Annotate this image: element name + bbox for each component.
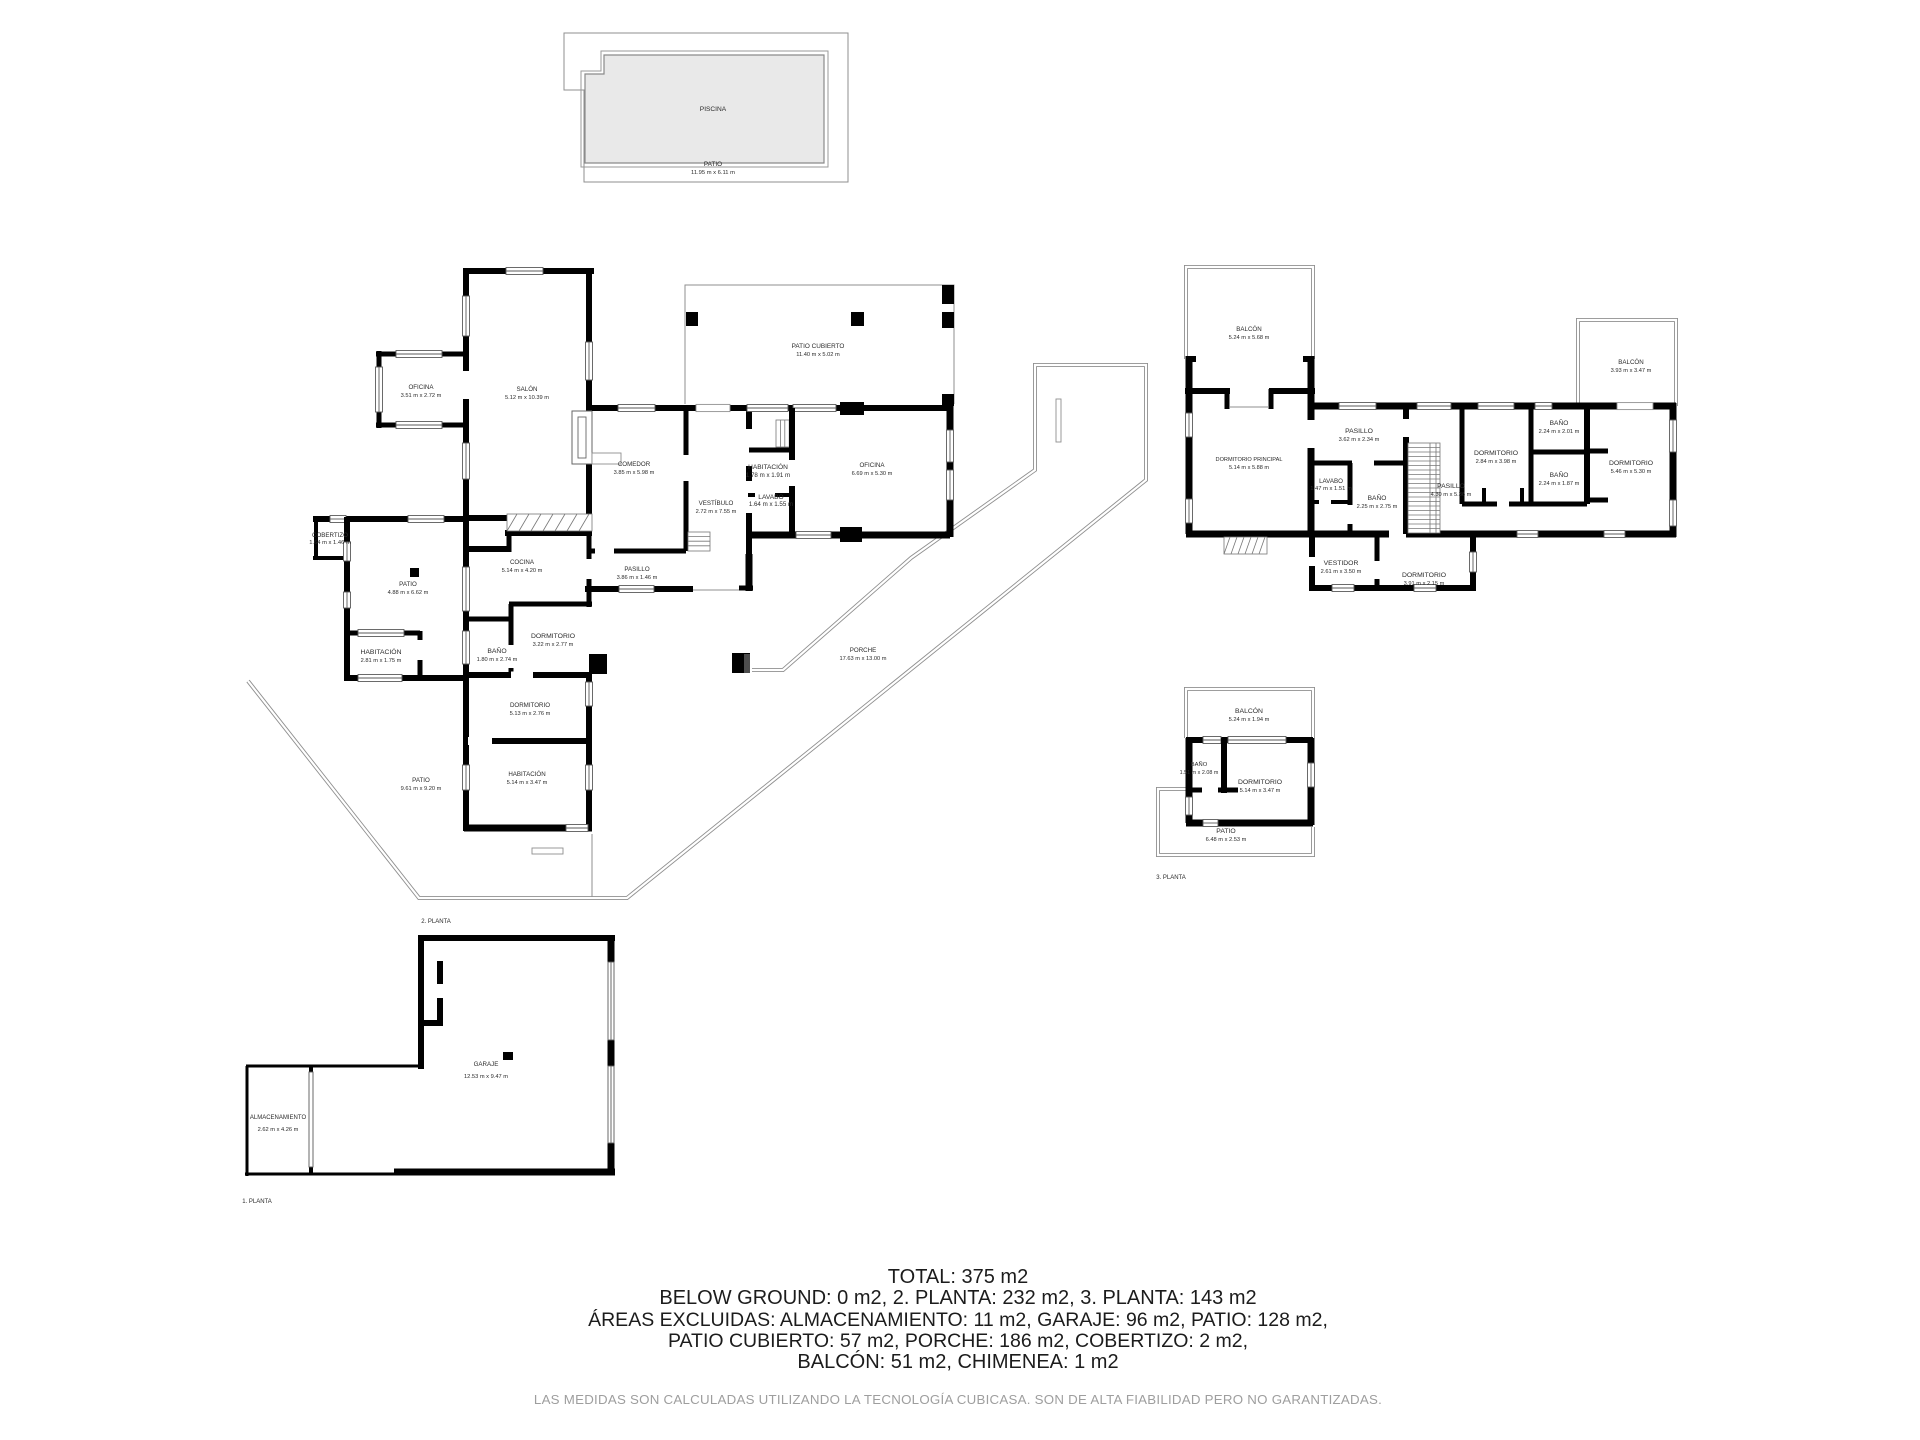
svg-text:5.13 m x 2.76 m: 5.13 m x 2.76 m [510, 711, 551, 717]
svg-text:4.30 m x 5.36 m: 4.30 m x 5.36 m [1431, 492, 1472, 498]
svg-text:2.72 m x 7.55 m: 2.72 m x 7.55 m [696, 509, 737, 515]
svg-text:2.62 m x 4.26 m: 2.62 m x 4.26 m [258, 1127, 299, 1133]
svg-text:17.63 m x 13.00 m: 17.63 m x 13.00 m [839, 656, 886, 662]
svg-text:3.85 m x 5.98 m: 3.85 m x 5.98 m [614, 470, 655, 476]
svg-text:1.80 m x 2.74 m: 1.80 m x 2.74 m [477, 657, 518, 663]
svg-text:5.24 m x 1.94 m: 5.24 m x 1.94 m [1229, 717, 1270, 723]
svg-text:1.64 m x 1.55 m: 1.64 m x 1.55 m [749, 501, 793, 508]
svg-text:PASILLO: PASILLO [624, 566, 650, 573]
svg-text:5.24 m x 5.68 m: 5.24 m x 5.68 m [1229, 335, 1270, 341]
svg-text:3.22 m x 2.77 m: 3.22 m x 2.77 m [533, 642, 574, 648]
svg-text:12.53 m x 9.47 m: 12.53 m x 9.47 m [464, 1074, 508, 1080]
svg-text:2.61 m x 3.50 m: 2.61 m x 3.50 m [1321, 569, 1362, 575]
svg-text:5.46 m x 5.30 m: 5.46 m x 5.30 m [1611, 469, 1652, 475]
svg-text:PATIO: PATIO [412, 777, 430, 784]
svg-text:PATIO: PATIO [1216, 828, 1235, 835]
svg-text:BALCÓN: BALCÓN [1235, 706, 1263, 715]
svg-text:5.14 m x 3.47 m: 5.14 m x 3.47 m [1240, 788, 1281, 794]
svg-text:DORMITORIO: DORMITORIO [1238, 779, 1282, 786]
svg-text:LAVABO: LAVABO [1319, 478, 1343, 485]
svg-text:LAVABO: LAVABO [758, 494, 783, 501]
svg-text:4.88 m x 6.62 m: 4.88 m x 6.62 m [388, 590, 429, 596]
svg-text:PATIO: PATIO [704, 161, 722, 168]
svg-text:COCINA: COCINA [510, 559, 535, 566]
svg-text:PATIO CUBIERTO: PATIO CUBIERTO [792, 343, 845, 350]
svg-text:DORMITORIO: DORMITORIO [531, 633, 575, 640]
svg-text:3. PLANTA: 3. PLANTA [1156, 875, 1186, 881]
svg-text:11.95 m x 6.11 m: 11.95 m x 6.11 m [691, 170, 735, 176]
svg-text:1. PLANTA: 1. PLANTA [242, 1199, 272, 1205]
svg-text:5.14 m x 3.47 m: 5.14 m x 3.47 m [507, 780, 548, 786]
svg-text:5.14 m x 4.20 m: 5.14 m x 4.20 m [502, 568, 543, 574]
svg-text:11.40 m x 5.02 m: 11.40 m x 5.02 m [796, 352, 840, 358]
svg-text:DORMITORIO: DORMITORIO [1609, 460, 1653, 467]
svg-text:DORMITORIO: DORMITORIO [510, 702, 550, 709]
svg-text:2. PLANTA: 2. PLANTA [421, 919, 451, 925]
svg-text:OFICINA: OFICINA [408, 384, 434, 391]
svg-text:BAÑO: BAÑO [1550, 418, 1569, 427]
svg-text:GARAJE: GARAJE [474, 1061, 499, 1068]
svg-text:DORMITORIO: DORMITORIO [1402, 572, 1446, 579]
svg-text:PISCINA: PISCINA [700, 106, 727, 113]
svg-text:2.84 m x 3.98 m: 2.84 m x 3.98 m [1476, 459, 1517, 465]
svg-text:HABITACIÓN: HABITACIÓN [748, 462, 788, 471]
svg-text:1.78 m x 1.91 m: 1.78 m x 1.91 m [746, 472, 790, 479]
svg-text:2.24 m x 2.01 m: 2.24 m x 2.01 m [1539, 429, 1580, 435]
svg-text:3.91 m x 2.15 m: 3.91 m x 2.15 m [1404, 581, 1445, 587]
svg-text:HABITACIÓN: HABITACIÓN [360, 647, 401, 656]
svg-text:3.62 m x 2.34 m: 3.62 m x 2.34 m [1339, 437, 1380, 443]
svg-text:3.51 m x 2.72 m: 3.51 m x 2.72 m [401, 393, 442, 399]
svg-text:BAÑO: BAÑO [1191, 761, 1208, 768]
svg-text:PORCHE: PORCHE [850, 647, 876, 654]
svg-text:PASILLO: PASILLO [1345, 428, 1373, 435]
svg-text:1.47 m x 1.51 m: 1.47 m x 1.51 m [1310, 486, 1352, 492]
svg-text:5.12 m x 10.39 m: 5.12 m x 10.39 m [505, 395, 549, 401]
svg-text:6.69 m x 5.30 m: 6.69 m x 5.30 m [852, 471, 893, 477]
svg-text:TOTAL: 375 m2: TOTAL: 375 m2 [888, 1266, 1028, 1288]
svg-text:DORMITORIO: DORMITORIO [1474, 450, 1518, 457]
svg-text:VESTÍBULO: VESTÍBULO [699, 500, 734, 507]
svg-text:3.86 m x 1.46 m: 3.86 m x 1.46 m [617, 575, 658, 581]
svg-text:OFICINA: OFICINA [859, 462, 885, 469]
svg-text:COMEDOR: COMEDOR [618, 461, 651, 468]
svg-text:BELOW GROUND: 0 m2, 2. PLANTA:: BELOW GROUND: 0 m2, 2. PLANTA: 232 m2, 3… [659, 1287, 1256, 1309]
svg-text:9.61 m x 9.20 m: 9.61 m x 9.20 m [401, 786, 442, 792]
svg-text:SALÓN: SALÓN [517, 386, 538, 393]
svg-text:BALCÓN: BALCÓN [1618, 359, 1643, 366]
svg-text:VESTIDOR: VESTIDOR [1324, 560, 1359, 567]
svg-text:PATIO CUBIERTO: 57 m2, PORCHE:: PATIO CUBIERTO: 57 m2, PORCHE: 186 m2, C… [668, 1330, 1248, 1352]
svg-text:5.14 m x 5.88 m: 5.14 m x 5.88 m [1229, 465, 1269, 471]
svg-text:1.51 m x 2.08 m: 1.51 m x 2.08 m [1180, 770, 1219, 776]
svg-text:COBERTIZO: COBERTIZO [312, 532, 348, 539]
svg-text:3.93 m x 3.47 m: 3.93 m x 3.47 m [1611, 368, 1652, 374]
svg-text:BALCÓN: 51 m2, CHIMENEA: 1 m2: BALCÓN: 51 m2, CHIMENEA: 1 m2 [797, 1350, 1118, 1373]
svg-text:BAÑO: BAÑO [1550, 470, 1569, 479]
svg-text:DORMITORIO PRINCIPAL: DORMITORIO PRINCIPAL [1216, 457, 1283, 463]
svg-text:BAÑO: BAÑO [1368, 493, 1387, 502]
svg-text:PASILLO: PASILLO [1437, 483, 1465, 490]
svg-text:2.81 m x 1.75 m: 2.81 m x 1.75 m [361, 658, 402, 664]
svg-text:PATIO: PATIO [399, 581, 417, 588]
svg-text:BAÑO: BAÑO [487, 646, 506, 655]
svg-text:6.48 m x 2.53 m: 6.48 m x 2.53 m [1206, 837, 1247, 843]
svg-text:ALMACENAMIENTO: ALMACENAMIENTO [250, 1115, 307, 1121]
svg-text:BALCÓN: BALCÓN [1236, 326, 1261, 333]
svg-text:2.25 m x 2.75 m: 2.25 m x 2.75 m [1357, 504, 1398, 510]
svg-text:HABITACIÓN: HABITACIÓN [508, 771, 545, 778]
svg-text:ÁREAS EXCLUIDAS: ALMACENAMIENT: ÁREAS EXCLUIDAS: ALMACENAMIENTO: 11 m2, … [588, 1308, 1328, 1331]
svg-text:1.64 m x 1.46 m: 1.64 m x 1.46 m [309, 540, 351, 546]
svg-text:2.24 m x 1.87 m: 2.24 m x 1.87 m [1539, 481, 1580, 487]
svg-text:LAS MEDIDAS SON CALCULADAS UTI: LAS MEDIDAS SON CALCULADAS UTILIZANDO LA… [534, 1392, 1382, 1407]
